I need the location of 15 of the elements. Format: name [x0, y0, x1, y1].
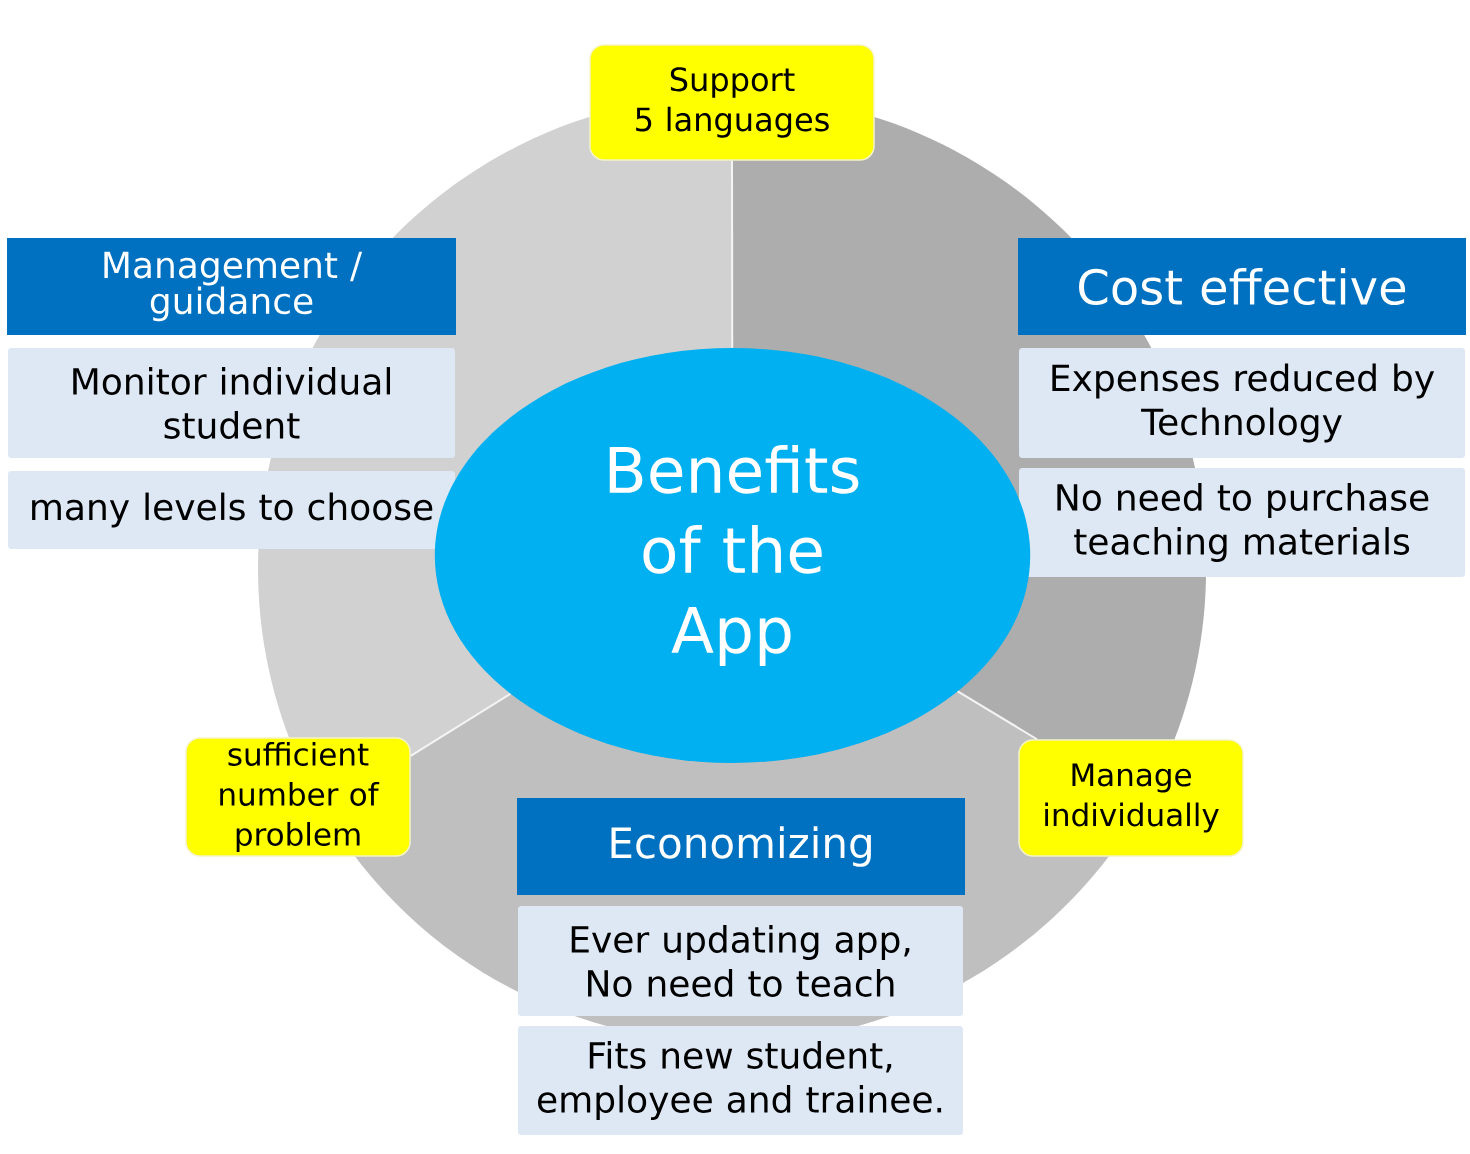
detail-box: No need to purchase teaching materials — [1019, 468, 1465, 577]
callout-box: Support 5 languages — [589, 44, 875, 161]
detail-box: many levels to choose — [8, 471, 455, 549]
header-bar: Cost effective — [1018, 238, 1466, 335]
detail-box: Fits new student, employee and trainee. — [518, 1026, 963, 1135]
divider-line — [409, 692, 512, 757]
header-bar: Management / guidance — [7, 238, 456, 335]
header-bar: Economizing — [517, 798, 965, 895]
detail-box: Monitor individual student — [8, 348, 455, 458]
callout-box: sufficient number of problem — [185, 737, 411, 857]
detail-box: Ever updating app, No need to teach — [518, 906, 963, 1016]
divider-line — [731, 159, 734, 349]
callout-box: Manage individually — [1018, 739, 1244, 857]
divider-line — [956, 690, 1038, 741]
detail-box: Expenses reduced by Technology — [1019, 348, 1465, 458]
